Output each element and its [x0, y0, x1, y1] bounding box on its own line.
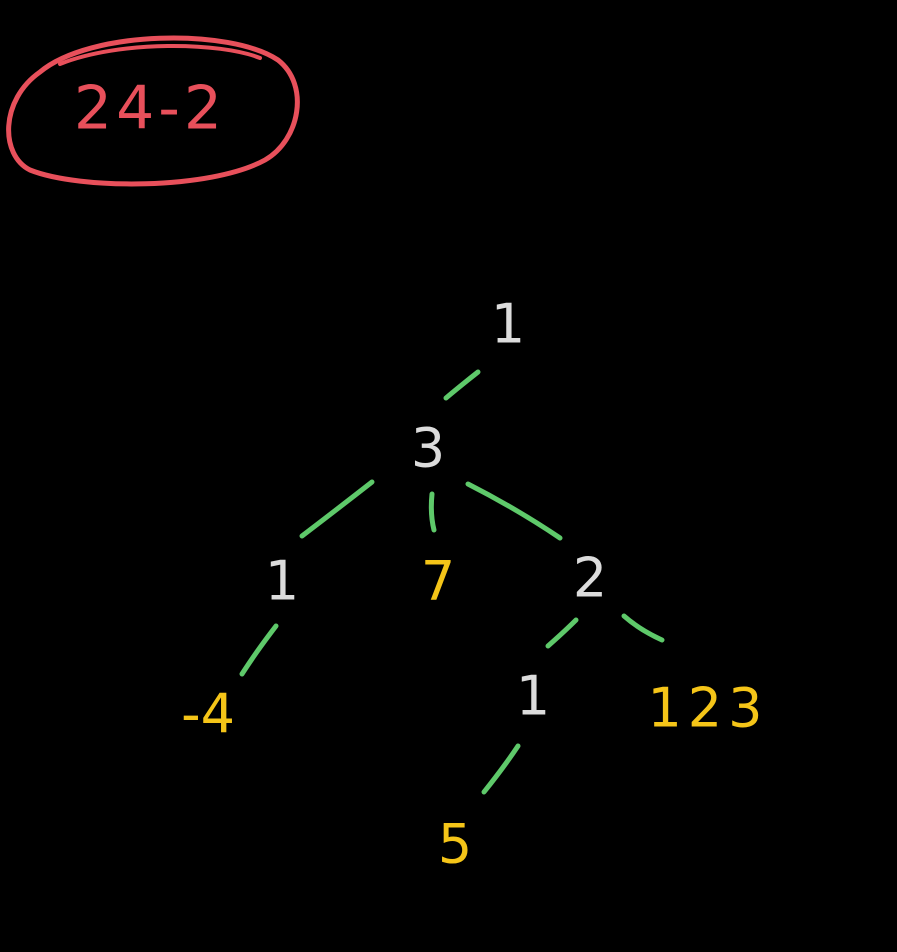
edge-n1-n3	[443, 369, 481, 401]
tree-node-n1: 1	[491, 293, 525, 356]
edge-n3-n7	[428, 491, 437, 533]
edge-n2-n123	[621, 613, 665, 643]
edge-n2-n1c	[545, 617, 579, 649]
tree-node-n1b: 1	[265, 550, 299, 613]
tree-node-n2: 2	[573, 547, 607, 610]
edge-n3-n1b	[299, 479, 375, 539]
edge-n1b-nm4	[239, 623, 279, 677]
tree-node-n3: 3	[411, 417, 445, 480]
label-badge: 24-2	[6, 35, 300, 187]
label-oval-overstroke	[58, 43, 262, 66]
edges-layer	[239, 369, 665, 795]
tree-node-n5: 5	[438, 813, 472, 876]
edge-n1c-n5	[481, 743, 521, 795]
label-text: 24-2	[74, 74, 226, 144]
tree-node-nm4: -4	[181, 683, 235, 746]
label-oval	[6, 35, 300, 187]
tree-node-n123: 123	[647, 677, 768, 740]
tree-node-n7: 7	[421, 550, 455, 613]
tree-node-n1c: 1	[516, 665, 550, 728]
edge-n3-n2	[465, 481, 563, 541]
